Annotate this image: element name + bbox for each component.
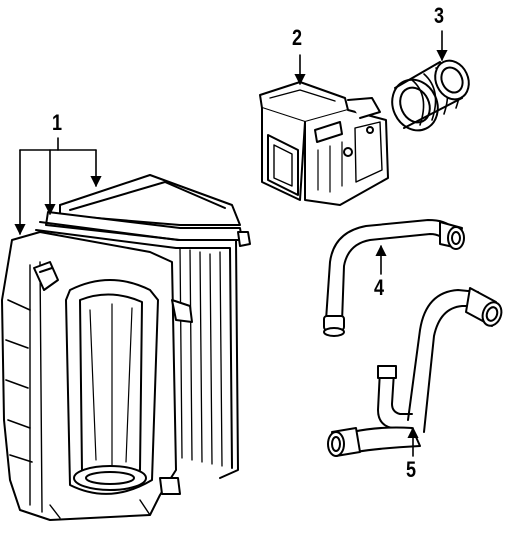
- leader-lines: [14, 30, 448, 457]
- callout-3: 3: [434, 3, 445, 28]
- hose-4: [323, 219, 465, 337]
- callout-4: 4: [374, 275, 385, 300]
- hose-5: [327, 287, 503, 457]
- intake-boot: [391, 59, 470, 132]
- callout-1: 1: [52, 110, 63, 135]
- callout-5: 5: [406, 457, 417, 482]
- callout-2: 2: [292, 25, 303, 50]
- airflow-meter: [259, 81, 389, 206]
- air-cleaner-housing: [1, 174, 251, 521]
